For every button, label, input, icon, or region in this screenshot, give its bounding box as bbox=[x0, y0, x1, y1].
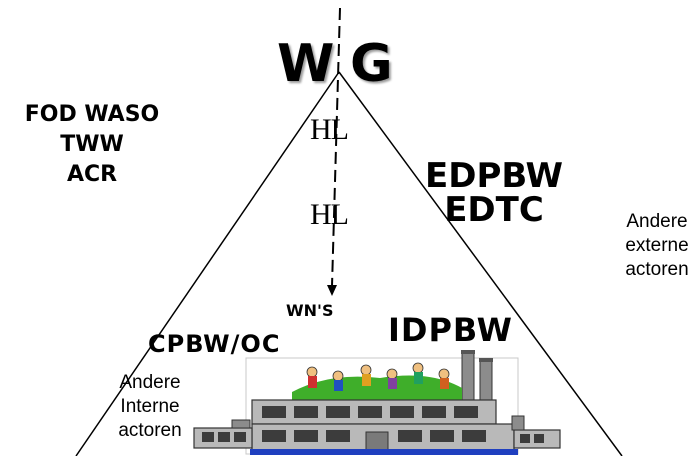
factory-door bbox=[365, 431, 389, 451]
apex-letter-w: W bbox=[277, 34, 335, 94]
chimney-2 bbox=[479, 359, 493, 405]
external-line: Andere bbox=[626, 211, 688, 232]
chimney-1 bbox=[461, 351, 475, 405]
vertical-axis-dashed bbox=[331, 7, 341, 287]
external-line: externe bbox=[625, 235, 689, 256]
factory-illustration bbox=[193, 350, 561, 455]
hierarchy-label: HL bbox=[310, 113, 349, 146]
triangle-right-edge bbox=[338, 71, 623, 456]
internal-line: Interne bbox=[120, 396, 180, 417]
right-actor: EDTC bbox=[444, 190, 544, 230]
triangle-left-edge bbox=[75, 71, 340, 456]
axis-arrowhead bbox=[327, 285, 337, 296]
workers-crowd bbox=[306, 362, 450, 391]
external-line: actoren bbox=[625, 259, 689, 280]
right-actor: EDPBW bbox=[425, 156, 563, 196]
apex-letter-g: G bbox=[350, 34, 393, 94]
workers-label: WN'S bbox=[286, 301, 334, 320]
internal-service-label: IDPBW bbox=[388, 311, 513, 349]
internal-line: actoren bbox=[118, 420, 182, 441]
left-actor: ACR bbox=[66, 162, 118, 187]
internal-line: Andere bbox=[119, 372, 181, 393]
internal-actors-label: Andere Interne actoren bbox=[100, 371, 200, 443]
factory-base bbox=[250, 449, 518, 455]
left-actor: FOD WASO bbox=[24, 102, 160, 127]
left-actor: TWW bbox=[60, 132, 124, 157]
left-actors-block: FOD WASO TWW ACR bbox=[12, 100, 172, 190]
external-actors-label: Andere externe actoren bbox=[612, 210, 699, 282]
committee-label: CPBW/OC bbox=[148, 330, 281, 358]
hierarchy-label: HL bbox=[310, 198, 349, 231]
factory-windows bbox=[202, 406, 544, 443]
